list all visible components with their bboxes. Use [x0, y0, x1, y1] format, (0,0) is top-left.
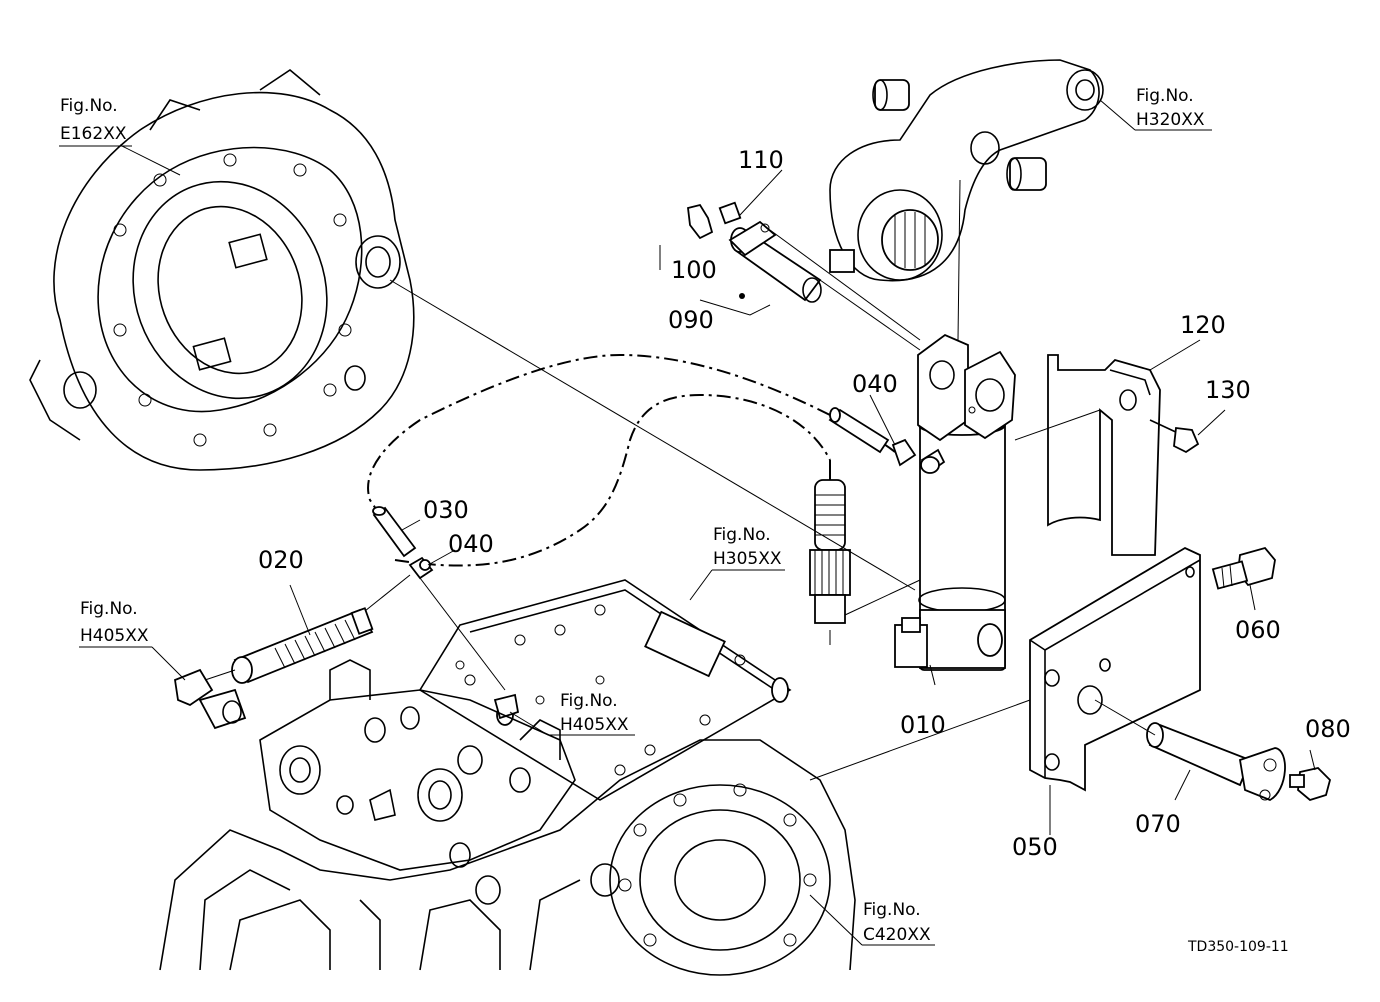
transmission-case-drawing — [159, 739, 856, 976]
leader-lines — [59, 99, 1316, 946]
fig-ref-c420-number: C420XX — [863, 925, 931, 945]
part-label-130: 130 — [1205, 376, 1251, 404]
bolt-130-drawing — [1149, 419, 1200, 454]
pin-070-drawing — [1094, 699, 1332, 802]
fig-ref-e162-number: E162XX — [60, 124, 127, 144]
hydraulic-cylinder-drawing — [894, 333, 1016, 671]
part-label-060: 060 — [1235, 616, 1281, 644]
figure-references: Fig.No. E162XX Fig.No. H320XX Fig.No. H3… — [60, 86, 1205, 945]
fig-ref-h320-number: H320XX — [1136, 110, 1205, 130]
part-label-040-upper: 040 — [852, 370, 898, 398]
part-label-040-lower: 040 — [448, 530, 494, 558]
cable-end-030-drawing — [372, 407, 940, 580]
guard-plate-drawing — [1047, 354, 1161, 556]
fig-ref-h405-center-title: Fig.No. — [560, 691, 618, 711]
part-label-050: 050 — [1012, 833, 1058, 861]
front-housing-drawing — [29, 69, 415, 471]
part-label-080: 080 — [1305, 715, 1351, 743]
part-label-120: 120 — [1180, 311, 1226, 339]
fig-ref-h405-left-number: H405XX — [80, 626, 149, 646]
part-label-010: 010 — [900, 711, 946, 739]
pin-090-drawing — [659, 201, 921, 351]
part-label-070: 070 — [1135, 810, 1181, 838]
valve-cover-drawing — [418, 579, 792, 801]
part-label-110: 110 — [738, 146, 784, 174]
fig-ref-h305-number: H305XX — [713, 549, 782, 569]
part-label-090: 090 — [668, 306, 714, 334]
cable-connector-drawing — [809, 479, 921, 645]
bracket-050-drawing — [1029, 546, 1201, 792]
part-label-020: 020 — [258, 546, 304, 574]
fig-ref-c420-title: Fig.No. — [863, 900, 921, 920]
part-label-030: 030 — [423, 496, 469, 524]
bolt-060-drawing — [1211, 546, 1276, 590]
part-labels: 010 020 030 040 040 050 060 070 080 090 … — [258, 146, 1351, 861]
fig-ref-h405-center-number: H405XX — [560, 715, 629, 735]
fig-ref-e162-title: Fig.No. — [60, 96, 118, 116]
fig-ref-h405-left-title: Fig.No. — [80, 599, 138, 619]
lift-arm-drawing — [829, 59, 1104, 341]
control-valve-drawing — [259, 659, 576, 905]
part-label-100: 100 — [671, 256, 717, 284]
drawing-code: TD350-109-11 — [1187, 939, 1289, 955]
fig-ref-h320-title: Fig.No. — [1136, 86, 1194, 106]
fig-ref-h305-title: Fig.No. — [713, 525, 771, 545]
spring-assembly-020-drawing — [174, 607, 374, 730]
